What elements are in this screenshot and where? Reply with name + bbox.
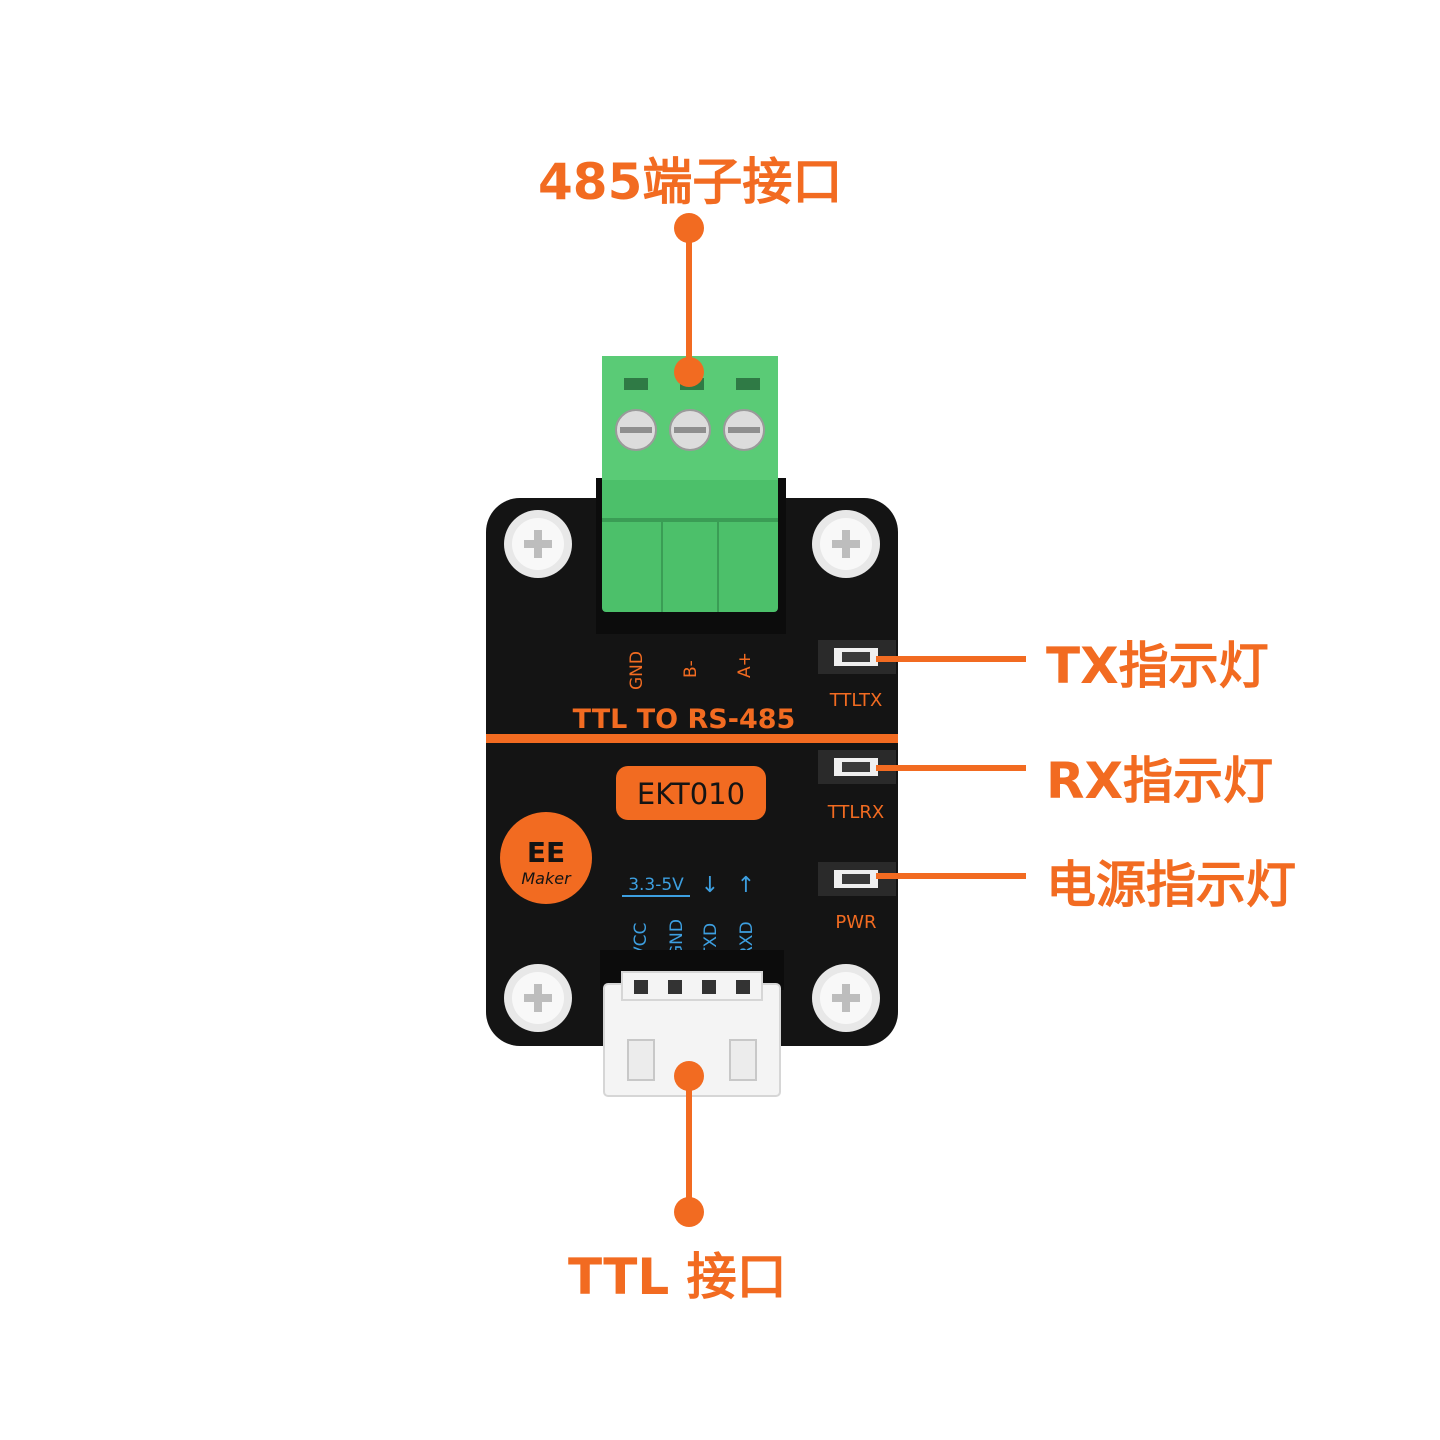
terminal-block-485 bbox=[596, 356, 786, 634]
led-label-ttlrx: TTLRX bbox=[827, 802, 885, 823]
ee-maker-logo: EE Maker bbox=[500, 812, 592, 904]
rx-arrow: ↑ bbox=[737, 873, 755, 898]
terminal-screw-b bbox=[669, 409, 711, 451]
callout-ttl-port: TTL 接口 bbox=[568, 1248, 787, 1306]
screw-top-right bbox=[812, 510, 880, 578]
voltage-label: 3.3-5V bbox=[628, 875, 684, 895]
pcb-divider bbox=[486, 734, 898, 743]
led-power bbox=[818, 862, 896, 896]
ttl-pin-label-rxd: RXD bbox=[737, 921, 757, 958]
screw-bottom-left bbox=[504, 964, 572, 1032]
terminal-screw-gnd bbox=[615, 409, 657, 451]
board-title: TTL TO RS-485 bbox=[573, 704, 796, 735]
logo-top-text: EE bbox=[527, 836, 565, 869]
led-rx bbox=[818, 750, 896, 784]
ttl-connector bbox=[600, 950, 784, 1097]
tx-arrow: ↓ bbox=[701, 873, 719, 898]
led-tx bbox=[818, 640, 896, 674]
ttl-pin-label-vcc: VCC bbox=[631, 923, 651, 958]
ttl-pin-label-txd: TXD bbox=[701, 923, 721, 959]
led-label-pwr: PWR bbox=[835, 912, 876, 933]
model-badge: EKT010 bbox=[616, 766, 766, 820]
screw-bottom-right bbox=[812, 964, 880, 1032]
callout-485-terminal: 485端子接口 bbox=[538, 153, 843, 211]
logo-bottom-text: Maker bbox=[521, 869, 572, 888]
pin-label-gnd: GND bbox=[627, 651, 647, 690]
screw-top-left bbox=[504, 510, 572, 578]
pin-label-b: B- bbox=[681, 660, 701, 678]
callout-rx-led: RX指示灯 bbox=[1046, 752, 1274, 810]
callout-power-led: 电源指示灯 bbox=[1046, 856, 1296, 914]
pointer-485-terminal bbox=[674, 213, 704, 387]
pin-label-a: A+ bbox=[735, 652, 755, 678]
pointer-ttl-port bbox=[674, 1061, 704, 1227]
callout-tx-led: TX指示灯 bbox=[1046, 637, 1269, 695]
led-label-ttltx: TTLTX bbox=[829, 690, 883, 711]
terminal-screw-a bbox=[723, 409, 765, 451]
model-badge-text: EKT010 bbox=[637, 777, 745, 811]
ttl-pin-label-gnd: GND bbox=[667, 919, 687, 958]
